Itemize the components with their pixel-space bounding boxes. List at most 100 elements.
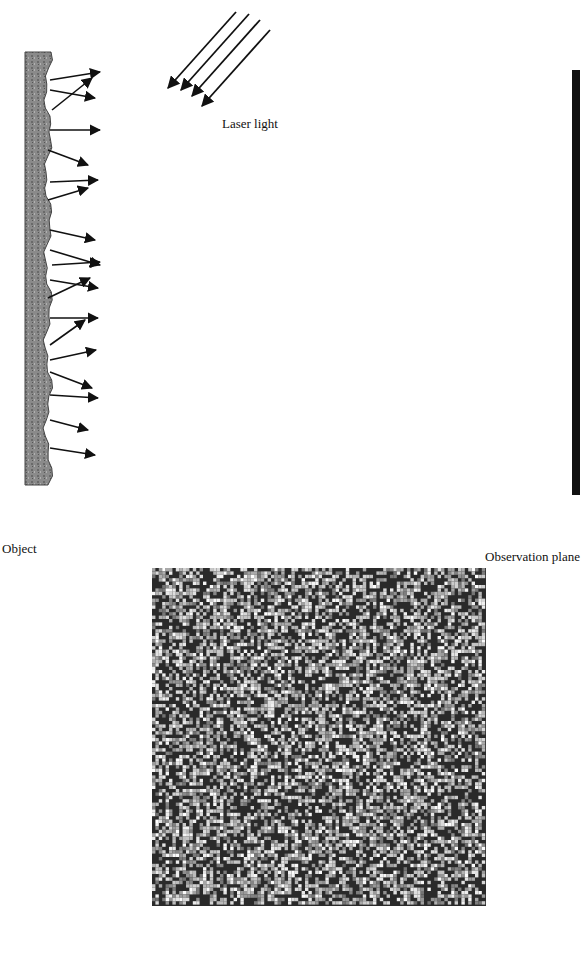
- speckle-grain: [417, 673, 420, 676]
- speckle-grain: [203, 626, 206, 629]
- speckle-grain: [407, 684, 410, 687]
- speckle-grain: [302, 578, 305, 581]
- speckle-grain: [288, 602, 291, 605]
- speckle-grain: [397, 660, 400, 663]
- speckle-grain: [308, 660, 311, 663]
- speckle-grain: [478, 660, 481, 663]
- speckle-grain: [247, 588, 250, 591]
- speckle-grain: [315, 629, 318, 632]
- speckle-grain: [247, 680, 250, 683]
- speckle-grain: [220, 629, 223, 632]
- speckle-grain: [220, 599, 223, 602]
- speckle-grain: [206, 605, 209, 608]
- speckle-grain: [336, 653, 339, 656]
- speckle-grain: [410, 687, 413, 690]
- speckle-grain: [264, 663, 267, 666]
- speckle-grain: [227, 602, 230, 605]
- speckle-grain: [349, 663, 352, 666]
- speckle-grain: [223, 571, 226, 574]
- speckle-grain: [240, 626, 243, 629]
- speckle-grain: [186, 619, 189, 622]
- speckle-grain: [397, 677, 400, 680]
- speckle-grain: [200, 653, 203, 656]
- speckle-grain: [227, 646, 230, 649]
- speckle-grain: [332, 575, 335, 578]
- speckle-grain: [189, 660, 192, 663]
- speckle-grain: [444, 656, 447, 659]
- speckle-grain: [376, 677, 379, 680]
- speckle-grain: [186, 616, 189, 619]
- speckle-grain: [264, 653, 267, 656]
- speckle-grain: [305, 609, 308, 612]
- speckle-grain: [431, 622, 434, 625]
- speckle-grain: [172, 612, 175, 615]
- speckle-grain: [370, 684, 373, 687]
- speckle-grain: [264, 687, 267, 690]
- speckle-grain: [220, 582, 223, 585]
- speckle-grain: [302, 636, 305, 639]
- scattered-ray: [52, 78, 92, 110]
- speckle-grain: [410, 609, 413, 612]
- speckle-grain: [353, 619, 356, 622]
- speckle-grain: [264, 670, 267, 673]
- speckle-grain: [359, 667, 362, 670]
- speckle-grain: [472, 629, 475, 632]
- speckle-grain: [281, 684, 284, 687]
- speckle-grain: [322, 639, 325, 642]
- speckle-grain: [220, 616, 223, 619]
- speckle-grain: [295, 650, 298, 653]
- speckle-grain: [414, 588, 417, 591]
- speckle-grain: [376, 687, 379, 690]
- speckle-grain: [254, 633, 257, 636]
- speckle-grain: [434, 629, 437, 632]
- speckle-grain: [373, 616, 376, 619]
- speckle-grain: [478, 622, 481, 625]
- speckle-grain: [247, 687, 250, 690]
- speckle-grain: [186, 684, 189, 687]
- speckle-grain: [155, 673, 158, 676]
- speckle-grain: [346, 650, 349, 653]
- speckle-grain: [455, 578, 458, 581]
- speckle-grain: [319, 663, 322, 666]
- speckle-grain: [254, 578, 257, 581]
- speckle-grain: [410, 663, 413, 666]
- speckle-grain: [332, 660, 335, 663]
- speckle-grain: [319, 602, 322, 605]
- speckle-grain: [166, 616, 169, 619]
- speckle-grain: [478, 609, 481, 612]
- speckle-grain: [353, 663, 356, 666]
- speckle-grain: [482, 622, 485, 625]
- speckle-grain: [169, 653, 172, 656]
- speckle-grain: [189, 687, 192, 690]
- speckle-grain: [332, 609, 335, 612]
- speckle-grain: [322, 612, 325, 615]
- speckle-grain: [424, 612, 427, 615]
- speckle-grain: [179, 616, 182, 619]
- speckle-grain: [380, 595, 383, 598]
- speckle-grain: [274, 653, 277, 656]
- speckle-grain: [373, 602, 376, 605]
- speckle-grain: [472, 588, 475, 591]
- speckle-grain: [196, 673, 199, 676]
- speckle-grain: [206, 653, 209, 656]
- speckle-grain: [329, 626, 332, 629]
- speckle-grain: [404, 650, 407, 653]
- speckle-grain: [342, 588, 345, 591]
- speckle-grain: [404, 636, 407, 639]
- speckle-grain: [427, 578, 430, 581]
- speckle-grain: [251, 687, 254, 690]
- speckle-grain: [230, 660, 233, 663]
- speckle-grain: [291, 639, 294, 642]
- speckle-grain: [210, 588, 213, 591]
- speckle-grain: [285, 609, 288, 612]
- speckle-grain: [397, 622, 400, 625]
- speckle-grain: [431, 680, 434, 683]
- speckle-grain: [244, 677, 247, 680]
- speckle-grain: [407, 626, 410, 629]
- speckle-grain: [315, 592, 318, 595]
- speckle-grain: [424, 592, 427, 595]
- speckle-grain: [213, 684, 216, 687]
- speckle-grain: [387, 650, 390, 653]
- speckle-grain: [475, 670, 478, 673]
- speckle-grain: [200, 650, 203, 653]
